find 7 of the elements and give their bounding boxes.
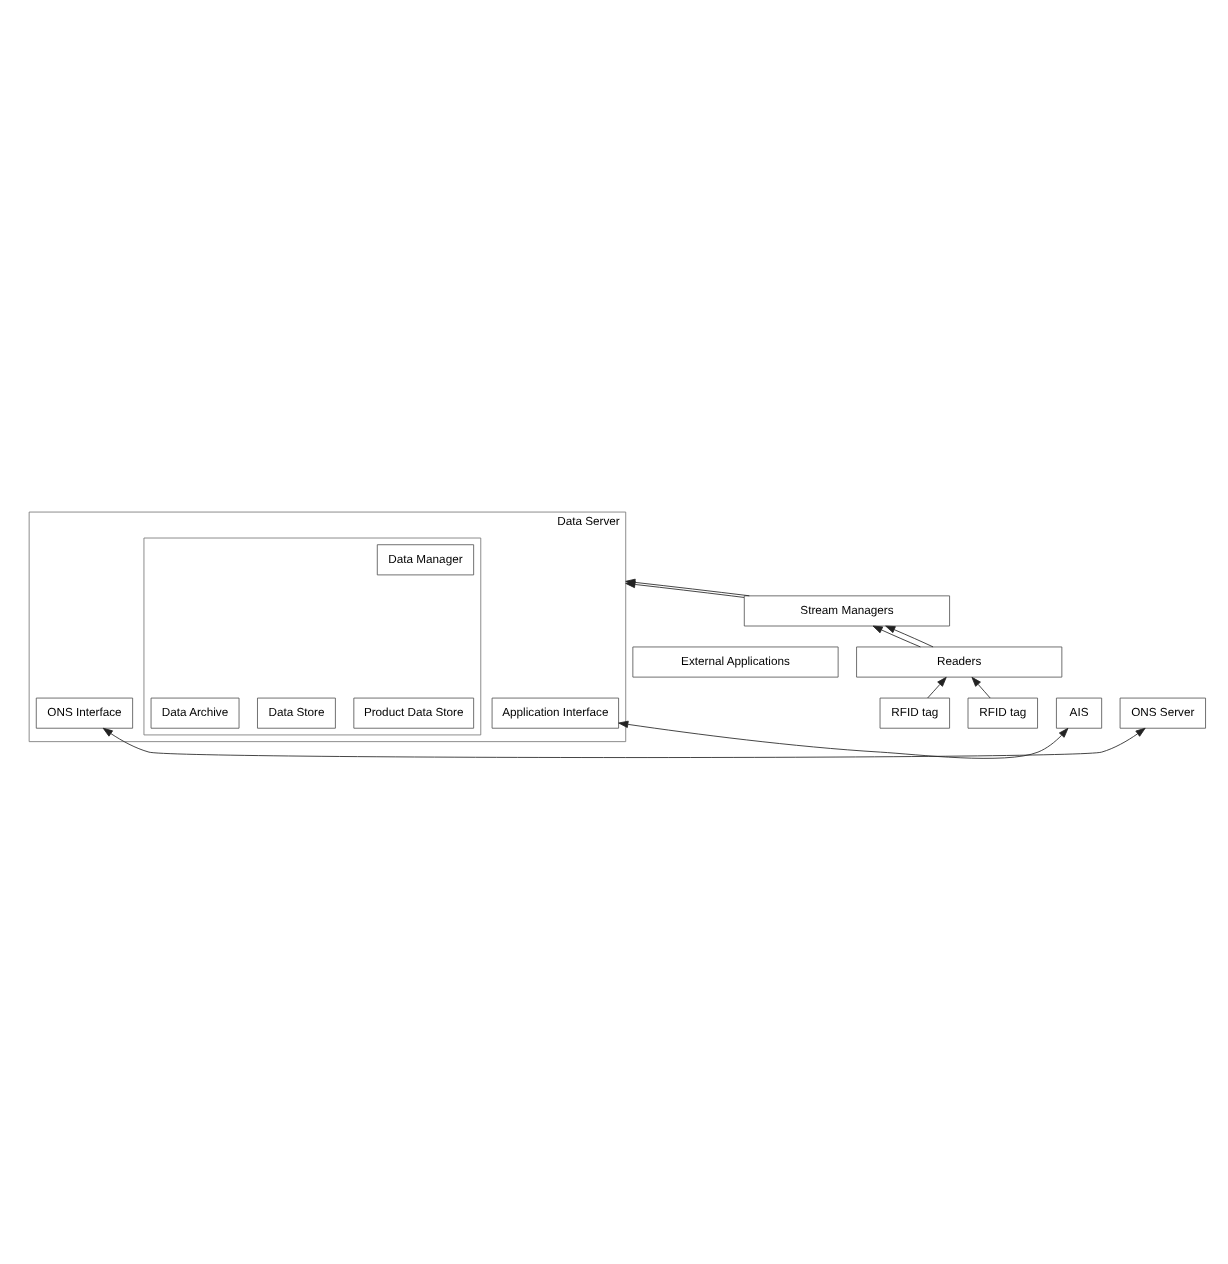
cluster bbox=[143, 537, 482, 736]
arrow bbox=[872, 625, 921, 648]
arrow bbox=[885, 625, 934, 648]
arrow bbox=[971, 676, 991, 699]
arrow bbox=[618, 720, 1069, 759]
arrow bbox=[927, 676, 947, 699]
arrow bbox=[102, 727, 1146, 758]
